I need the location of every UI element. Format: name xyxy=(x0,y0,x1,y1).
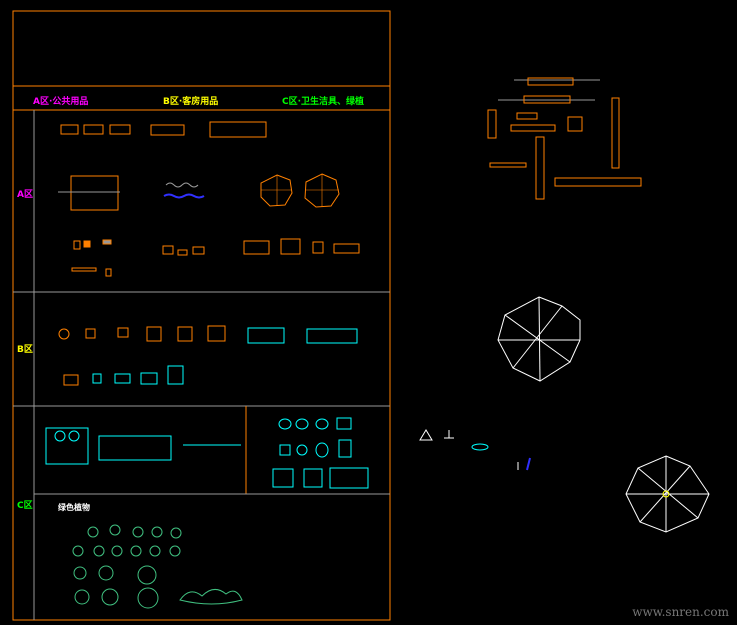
plants-title: 绿色植物 xyxy=(58,503,90,512)
misc-marks xyxy=(471,443,531,471)
row-label-a: A区 xyxy=(17,190,33,200)
zone-c-plants xyxy=(72,524,243,609)
row-dividers xyxy=(13,110,390,620)
zone-a-header: A区·公共用品 xyxy=(33,97,89,107)
sheet-frame xyxy=(12,10,391,621)
right-plan xyxy=(487,77,642,200)
row-label-b: B区 xyxy=(17,345,33,355)
zone-c-fixtures xyxy=(45,417,369,489)
zone-b-header: B区·客房用品 xyxy=(163,97,219,107)
zone-b-symbols xyxy=(58,325,358,386)
large-umbrella xyxy=(419,296,710,533)
watermark: www.snren.com xyxy=(632,605,729,619)
row-label-c: C区 xyxy=(17,501,33,511)
zone-c-header: C区·卫生洁具、绿植 xyxy=(282,97,365,107)
zone-a-symbols xyxy=(58,121,360,277)
